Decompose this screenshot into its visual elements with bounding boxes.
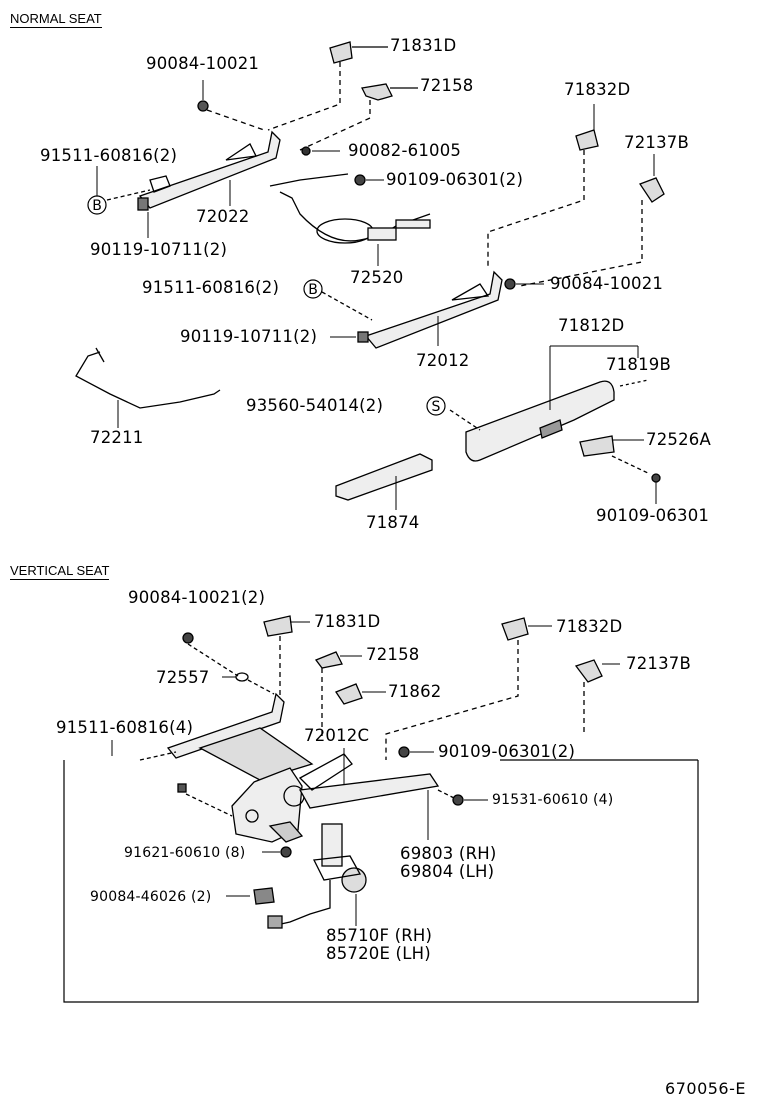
part-71831D-normal [329,41,388,64]
label-91511-60816-2b: 91511-60816(2) [142,278,280,297]
part-72158-vertical [314,651,362,740]
label-72012C: 72012C [304,726,370,745]
label-90084-10021-b: 90084-10021 [550,274,664,293]
label-71819B: 71819B [606,355,672,374]
label-72158: 72158 [420,76,474,95]
cable-72520 [269,173,431,266]
label-71862: 71862 [388,682,442,701]
callout-b-2: B [308,282,318,298]
cover-71812D [449,345,649,462]
diagram-code: 670056-E [665,1079,746,1098]
rail-72022 [138,130,281,209]
rail-72012 [364,270,544,349]
part-72137B-vertical [574,659,620,734]
label-90084-46026-2: 90084-46026 (2) [90,889,212,905]
label-91511-60816-2a: 91511-60816(2) [40,146,178,165]
label-85710F-rh: 85710F (RH) [326,926,433,945]
label-71874: 71874 [366,513,420,532]
part-72158-normal [361,83,418,101]
label-72022: 72022 [196,207,250,226]
label-71831D-v: 71831D [314,612,381,631]
label-69803-rh: 69803 (RH) [400,844,497,863]
label-90109-06301-2-v: 90109-06301(2) [438,742,576,761]
height-adjust-mechanism [177,753,488,858]
label-93560-54014-2: 93560-54014(2) [246,396,384,415]
label-90109-06301: 90109-06301 [596,506,710,525]
label-90119-10711-2a: 90119-10711(2) [90,240,228,259]
label-71832D-v: 71832D [556,617,623,636]
label-72137B: 72137B [624,133,690,152]
part-72137B-normal [519,154,665,287]
label-91531-60610-4: 91531-60610 (4) [492,792,614,808]
label-72137B-v: 72137B [626,654,692,673]
label-71832D: 71832D [564,80,631,99]
label-69804-lh: 69804 (LH) [400,862,495,881]
bolt-90084-10021-normal [197,80,265,131]
wire-72211 [75,347,221,428]
part-71832D-normal [487,104,599,268]
part-71862 [335,683,386,705]
label-90119-10711-2b: 90119-10711(2) [180,327,318,346]
label-85720E-lh: 85720E (LH) [326,944,431,963]
vertical-seat-heading: VERTICAL SEAT [10,563,110,581]
label-71812D: 71812D [558,316,625,335]
label-72557: 72557 [156,668,210,687]
part-71832D-vertical [385,617,552,760]
normal-seat-heading: NORMAL SEAT [10,11,102,29]
label-91621-60610-8: 91621-60610 (8) [124,845,246,861]
label-91511-60816-4: 91511-60816(4) [56,718,194,737]
label-72520: 72520 [350,268,404,287]
rail-72012C [166,692,345,790]
label-90109-06301-2: 90109-06301(2) [386,170,524,189]
callout-b-1: B [92,198,102,214]
label-72158-v: 72158 [366,645,420,664]
callout-s-1: S [432,399,441,415]
label-72012: 72012 [416,351,470,370]
label-90084-10021: 90084-10021 [146,54,260,73]
label-72526A: 72526A [646,430,711,449]
label-90082-61005: 90082-61005 [348,141,462,160]
clip-90084-46026 [226,887,275,905]
label-72211: 72211 [90,428,144,447]
bolt-90119-10711-a [137,197,149,238]
label-71831D: 71831D [390,36,457,55]
label-90084-10021-2: 90084-10021(2) [128,588,266,607]
part-71831D-vertical [263,615,310,696]
motor-85710F [267,823,367,929]
cover-71874 [335,453,433,510]
part-72526A [579,435,661,504]
